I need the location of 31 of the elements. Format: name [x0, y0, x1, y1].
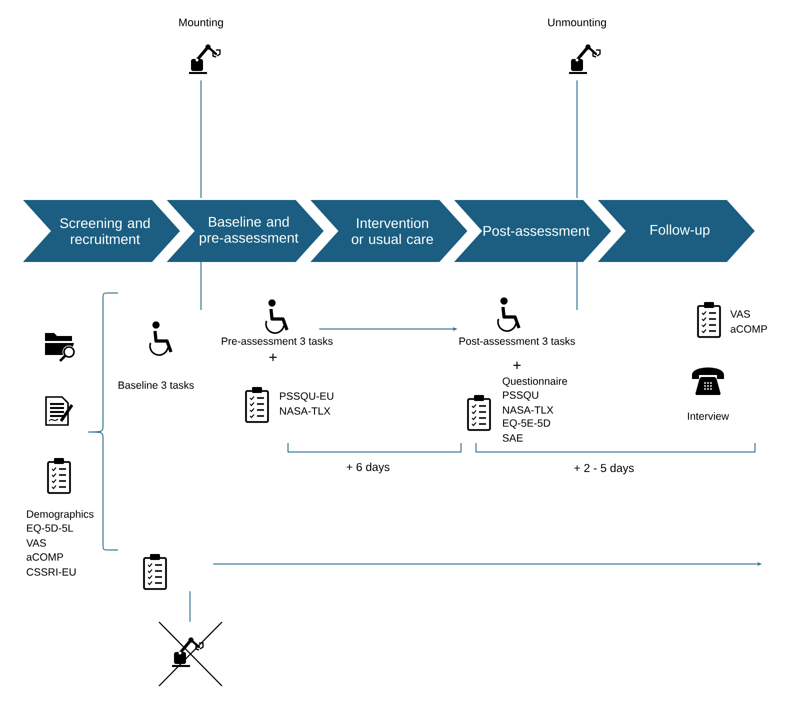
questionnaire-name: SAE [502, 434, 523, 442]
questionnaire-name: VAS [26, 539, 46, 547]
task-label: Pre-assessment 3 tasks [222, 337, 333, 345]
questionnaire-name: VAS [730, 310, 750, 318]
questionnaire-name: aCOMP [26, 553, 63, 561]
plus-sign: + [269, 354, 277, 361]
questionnaire-name: NASA-TLX [280, 407, 330, 415]
stage-banner: Follow-up [598, 200, 755, 262]
questionnaire-name: PSSQU-EU [280, 392, 334, 402]
stage-banner: Intervention or usual care [310, 200, 468, 262]
questionnaire-name: EQ-5E-5D [503, 419, 550, 429]
plus-sign: + [513, 362, 521, 369]
duration-label: + 2 - 5 days [574, 464, 634, 474]
questionnaire-name: CSSRI-EU [26, 568, 76, 576]
questionnaire-name: PSSQU [503, 391, 538, 401]
stage-banner: Screening and recruitment [23, 200, 180, 262]
task-label: Baseline 3 tasks [118, 381, 194, 389]
interview-label: Interview [688, 412, 730, 420]
crossed-robot-icon [158, 621, 223, 687]
stage-banner: Post-assessment [454, 200, 612, 262]
clipboard-icon [143, 554, 167, 590]
connector-line [576, 80, 578, 310]
stage-banner: Baseline and pre-assessment [166, 200, 324, 262]
duration-label: + 6 days [346, 462, 390, 474]
connector-line [200, 80, 202, 310]
questionnaire-name: EQ-5D-5L [27, 524, 74, 534]
questionnaire-name: Questionnaire [502, 377, 568, 387]
questionnaire-name: NASA-TLX [503, 406, 554, 414]
questionnaire-name: aCOMP [730, 325, 767, 333]
task-label: Post-assessment 3 tasks [460, 337, 575, 345]
questionnaire-name: Demographics [27, 510, 94, 520]
